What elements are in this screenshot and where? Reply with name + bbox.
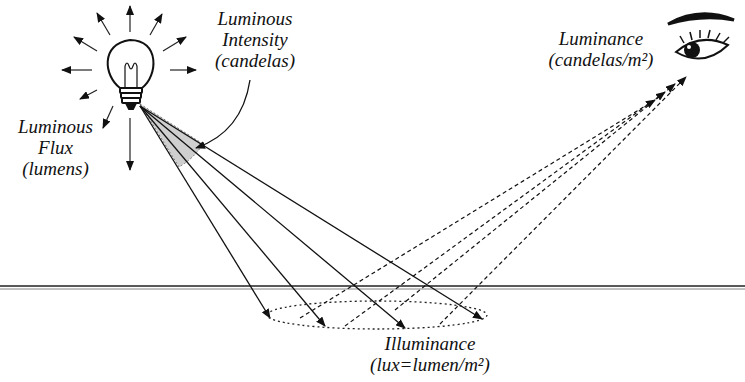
light-rays [140, 106, 482, 328]
illuminance-label: Illuminance (lux=lumen/m²) [355, 333, 505, 375]
intensity-label: Luminous Intensity (candelas) [205, 8, 305, 71]
leader-arrow [196, 80, 250, 148]
light-bulb [108, 40, 154, 109]
luminance-label: Luminance (candelas/m²) [540, 28, 662, 70]
flux-label: Luminous Flux (lumens) [8, 116, 103, 179]
reflected-rays [300, 77, 686, 326]
ground-line [0, 285, 745, 287]
illuminated-area [267, 301, 487, 329]
eye-icon [668, 14, 734, 59]
ground-line [0, 289, 745, 290]
